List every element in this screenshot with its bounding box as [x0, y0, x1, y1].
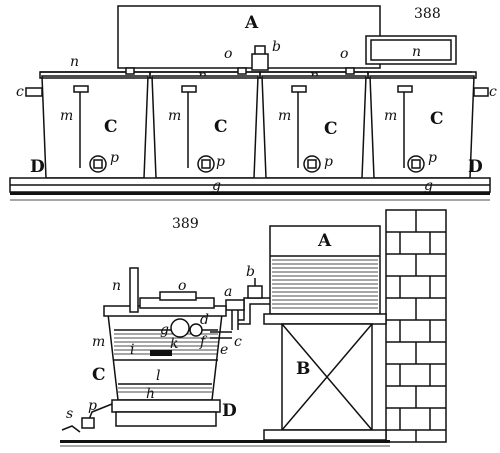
label-m-4: m — [384, 108, 397, 124]
label-n-left-388: n — [70, 54, 79, 70]
label-m-3: m — [278, 108, 291, 124]
stand-B — [263, 313, 387, 441]
label-p-4: p — [428, 150, 437, 166]
label-p-1: p — [110, 150, 119, 166]
base-D-lower — [115, 411, 217, 427]
label-m-1: m — [60, 108, 73, 124]
tank-A-389 — [269, 225, 381, 315]
side-pipe-left — [25, 87, 43, 97]
label-b-388: b — [272, 39, 281, 55]
valve-b — [251, 53, 269, 71]
vat-3 — [259, 67, 369, 179]
label-i-389: i — [130, 342, 134, 358]
label-C-389: C — [92, 365, 106, 385]
figure-number-388: 388 — [414, 6, 441, 22]
label-D-right-388: D — [468, 157, 483, 177]
vat-1 — [39, 67, 151, 179]
tap-p — [81, 417, 95, 429]
label-p-389: p — [88, 398, 97, 414]
label-e-389: e — [220, 342, 228, 358]
label-D-left-388: D — [30, 157, 45, 177]
label-g-2-388: g — [424, 178, 433, 194]
valve-b-handle — [254, 45, 266, 54]
label-o-1-388: o — [224, 46, 232, 62]
label-C-4: C — [430, 109, 444, 129]
pipe-elbow — [225, 299, 245, 311]
label-n-box-388: n — [412, 44, 421, 60]
label-h-389: h — [146, 386, 155, 402]
label-a-389: a — [224, 284, 232, 300]
valve-b-389 — [247, 285, 263, 299]
label-g-1-388: g — [212, 178, 221, 194]
label-C-3: C — [324, 119, 338, 139]
label-C-1: C — [104, 117, 118, 137]
label-b-389: b — [246, 264, 255, 280]
label-f-389: f — [199, 334, 208, 350]
label-m-389: m — [92, 334, 105, 350]
label-o-389: o — [178, 278, 186, 294]
floor-388 — [10, 192, 490, 195]
figure-388: 388 A n b n n n o o — [9, 5, 497, 201]
label-A-389: A — [317, 231, 332, 251]
figure-number-389: 389 — [172, 216, 199, 232]
ground-389 — [60, 440, 390, 443]
label-D-389: D — [222, 401, 237, 421]
pipe-a-inner — [238, 303, 270, 325]
label-c-389: c — [234, 334, 242, 350]
label-o-2-388: o — [340, 46, 348, 62]
brick-wall — [385, 209, 447, 443]
label-B: B — [296, 359, 310, 379]
side-pipe-right — [473, 87, 489, 97]
vat-4 — [367, 71, 477, 179]
trough-s — [61, 425, 81, 433]
label-l-389: l — [156, 368, 160, 384]
label-s-389: s — [66, 406, 73, 422]
label-p-3: p — [324, 154, 333, 170]
vat-2 — [149, 67, 261, 179]
label-c-right-388: c — [489, 84, 497, 100]
vat-C-389 — [103, 267, 232, 401]
label-p-2: p — [216, 154, 225, 170]
label-C-2: C — [214, 117, 228, 137]
label-g-389: g — [160, 322, 169, 338]
label-m-2: m — [168, 108, 181, 124]
label-A-388: A — [244, 13, 259, 33]
label-c-left-388: c — [16, 84, 24, 100]
label-d-389: d — [200, 312, 209, 328]
label-k-389: k — [170, 336, 178, 352]
label-n-389: n — [112, 278, 121, 294]
figure-389: 389 — [60, 209, 447, 447]
feeder-box-inner — [370, 39, 452, 61]
base-D-389 — [111, 399, 221, 413]
